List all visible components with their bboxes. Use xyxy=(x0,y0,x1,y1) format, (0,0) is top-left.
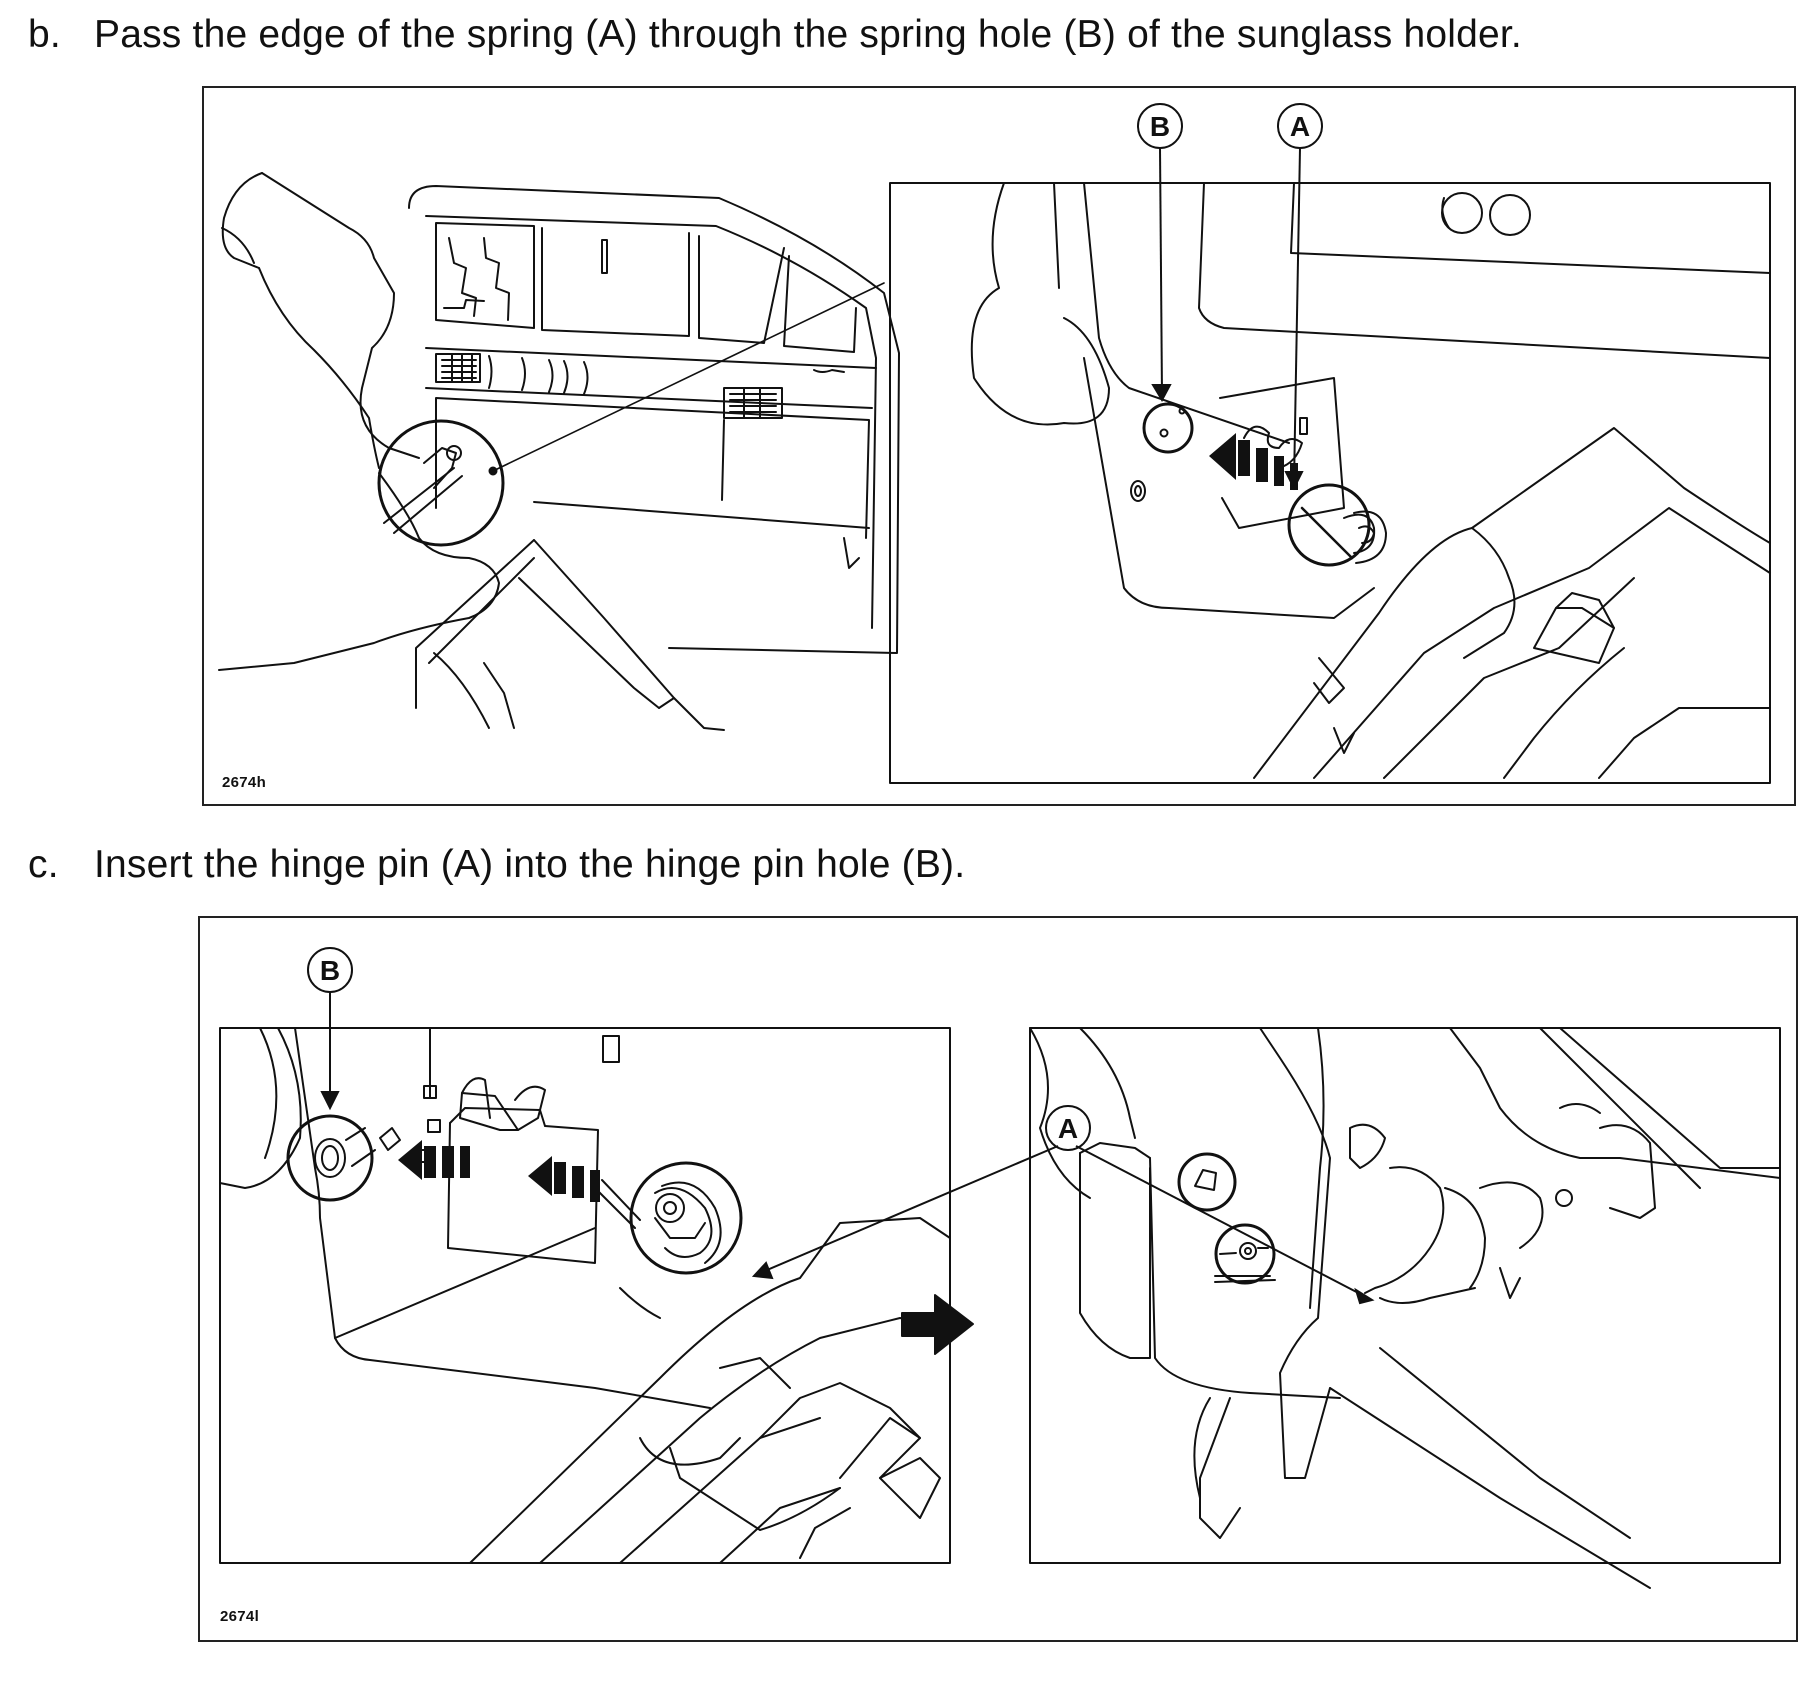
step-b-instruction: b. Pass the edge of the spring (A) throug… xyxy=(28,12,1522,58)
figure-spring-installation: B A 2674h xyxy=(202,86,1796,806)
figure-code: 2674h xyxy=(222,774,267,791)
callout-a: A xyxy=(1290,111,1310,142)
callout-b: B xyxy=(1150,111,1170,142)
illustration-hinge-pin: B A xyxy=(219,947,1781,1589)
step-c-instruction: c. Insert the hinge pin (A) into the hing… xyxy=(28,842,965,888)
step-text: Insert the hinge pin (A) into the hinge … xyxy=(94,843,966,886)
callout-a: A xyxy=(1058,1113,1078,1144)
step-letter: c. xyxy=(28,843,59,886)
step-text: Pass the edge of the spring (A) through … xyxy=(94,13,1522,56)
figure-hinge-pin-installation: B A 2674l xyxy=(198,916,1798,1642)
step-letter: b. xyxy=(28,13,61,56)
illustration-spring: B A xyxy=(218,103,1771,784)
callout-b: B xyxy=(320,955,340,986)
figure-code: 2674l xyxy=(220,1608,260,1625)
